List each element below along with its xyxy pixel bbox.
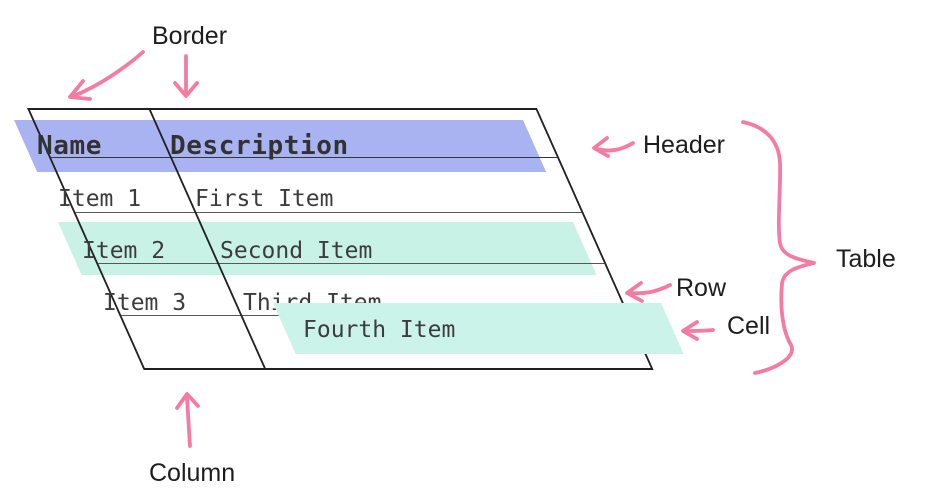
cell-arrowhead (681, 320, 699, 341)
column-arrowhead (175, 392, 200, 410)
label-header: Header (643, 131, 725, 159)
border-arrowhead-left (68, 79, 92, 101)
label-table: Table (836, 245, 896, 273)
border-arrow-left (72, 50, 145, 98)
row-arrowhead (625, 281, 644, 303)
cell-row3-name: Item 3 (103, 290, 187, 316)
label-border: Border (152, 22, 228, 50)
border-arrowhead-down (173, 81, 199, 98)
row-separator-line-1 (75, 212, 582, 213)
cell-row4-description: Fourth Item (303, 317, 456, 343)
header-arrow (595, 141, 635, 153)
cell-row1-description: First Item (195, 186, 334, 212)
column-arrow (185, 395, 192, 448)
cell-arrow (685, 328, 715, 333)
cell-row2-name: Item 2 (82, 238, 166, 264)
label-column: Column (149, 459, 236, 487)
cell-row2-description: Second Item (220, 238, 373, 264)
header-arrowhead (592, 136, 610, 158)
label-cell: Cell (727, 312, 771, 340)
column-header-name: Name (37, 131, 103, 161)
cell-row1-name: Item 1 (58, 186, 142, 212)
column-header-description: Description (170, 131, 349, 161)
row-arrow (629, 283, 672, 296)
label-row: Row (676, 274, 727, 302)
